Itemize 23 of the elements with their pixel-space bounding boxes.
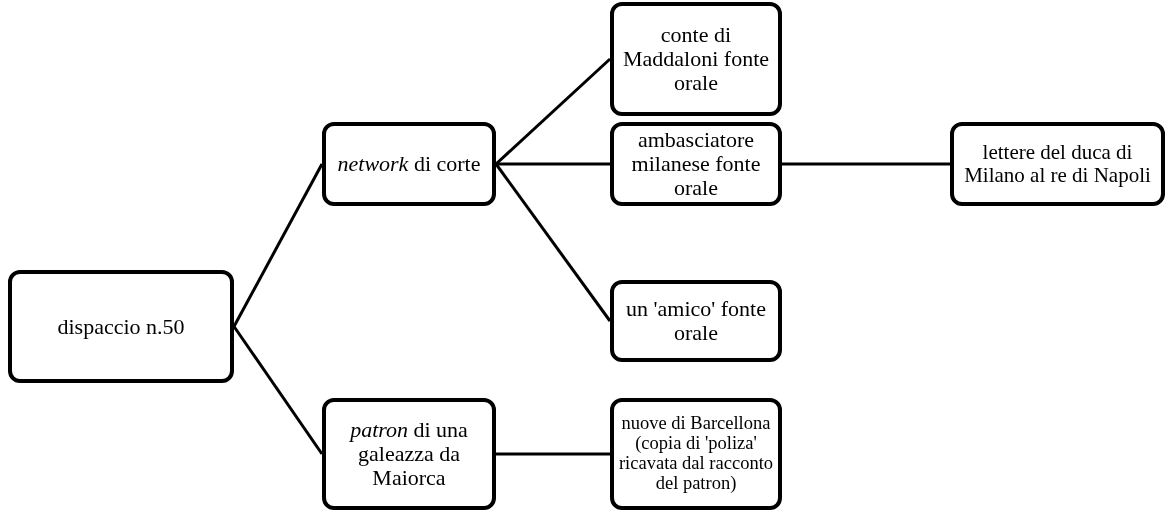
text-box: [950, 122, 1165, 206]
connector-line: [232, 325, 324, 455]
box-label: nuove di Barcellona (copia di 'poliza' ricavata dal racconto del patron): [618, 414, 774, 494]
text-box: [8, 270, 234, 383]
box-label: ambasciatore milanese fonte orale: [630, 128, 762, 200]
text-box: [610, 122, 782, 206]
text-box: [322, 122, 496, 206]
box-label: network di corte: [337, 152, 481, 176]
text-box: [610, 2, 782, 116]
box-label: conte di Maddaloni fonte orale: [622, 23, 770, 95]
connector-line: [496, 162, 610, 166]
connector-line: [495, 57, 611, 166]
box-label: un 'amico' fonte orale: [625, 297, 767, 345]
box-label: patron di una galeazza da Maiorca: [348, 418, 469, 490]
connector-line: [494, 163, 612, 322]
text-box: [610, 280, 782, 362]
connector-line: [232, 163, 324, 328]
connector-line: [496, 452, 610, 456]
box-label: lettere del duca di Milano al re di Napoli: [963, 141, 1152, 187]
text-box: [322, 398, 496, 510]
text-box: [610, 398, 782, 510]
connector-line: [782, 162, 950, 166]
box-label: dispaccio n.50: [57, 314, 185, 339]
